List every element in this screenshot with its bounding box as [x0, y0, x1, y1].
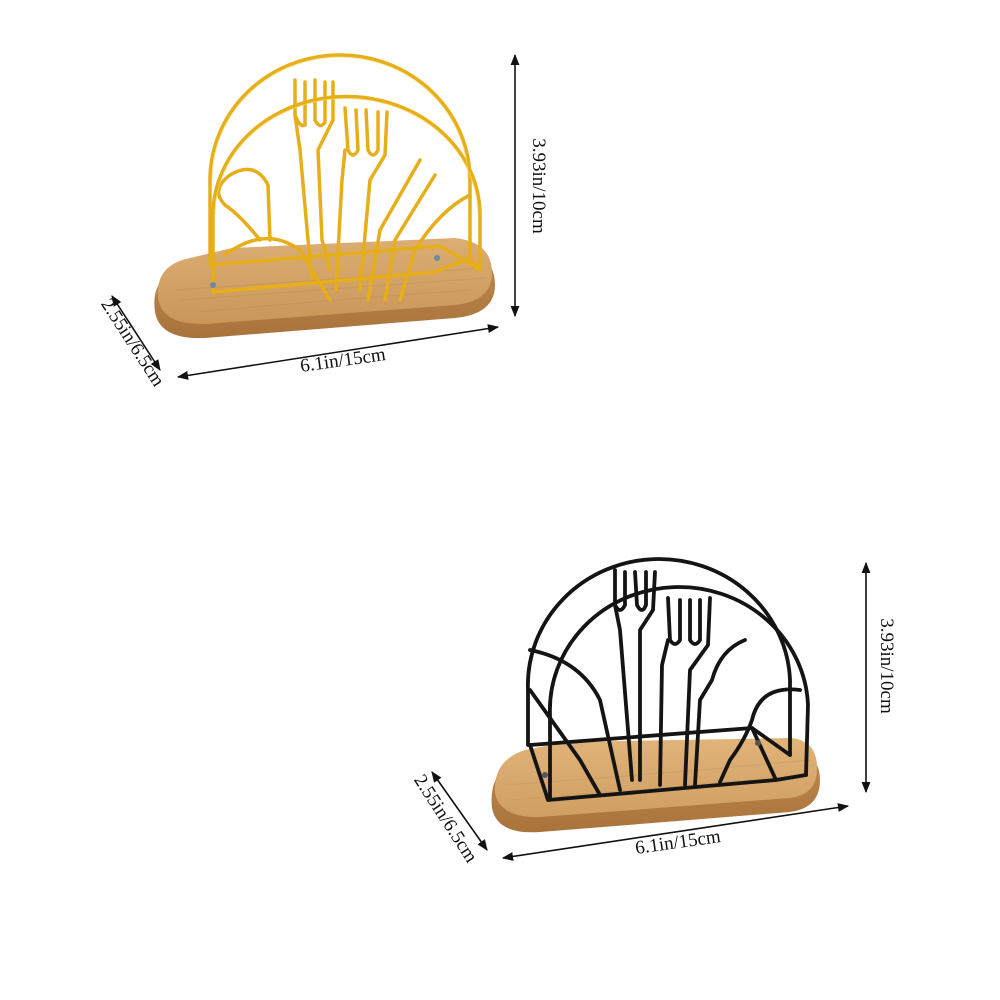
- black-wire-frame: [526, 557, 810, 802]
- gold-napkin-holder: [111, 53, 520, 380]
- black-height-label: 3.93in/10cm: [876, 618, 897, 714]
- width-arrow: [176, 324, 500, 380]
- gold-wire-frame: [208, 53, 482, 302]
- depth-arrow: [111, 295, 161, 371]
- gold-height-label: 3.93in/10cm: [528, 138, 549, 234]
- width-arrow: [501, 803, 850, 861]
- depth-arrow: [431, 771, 488, 851]
- black-napkin-holder: [431, 557, 871, 861]
